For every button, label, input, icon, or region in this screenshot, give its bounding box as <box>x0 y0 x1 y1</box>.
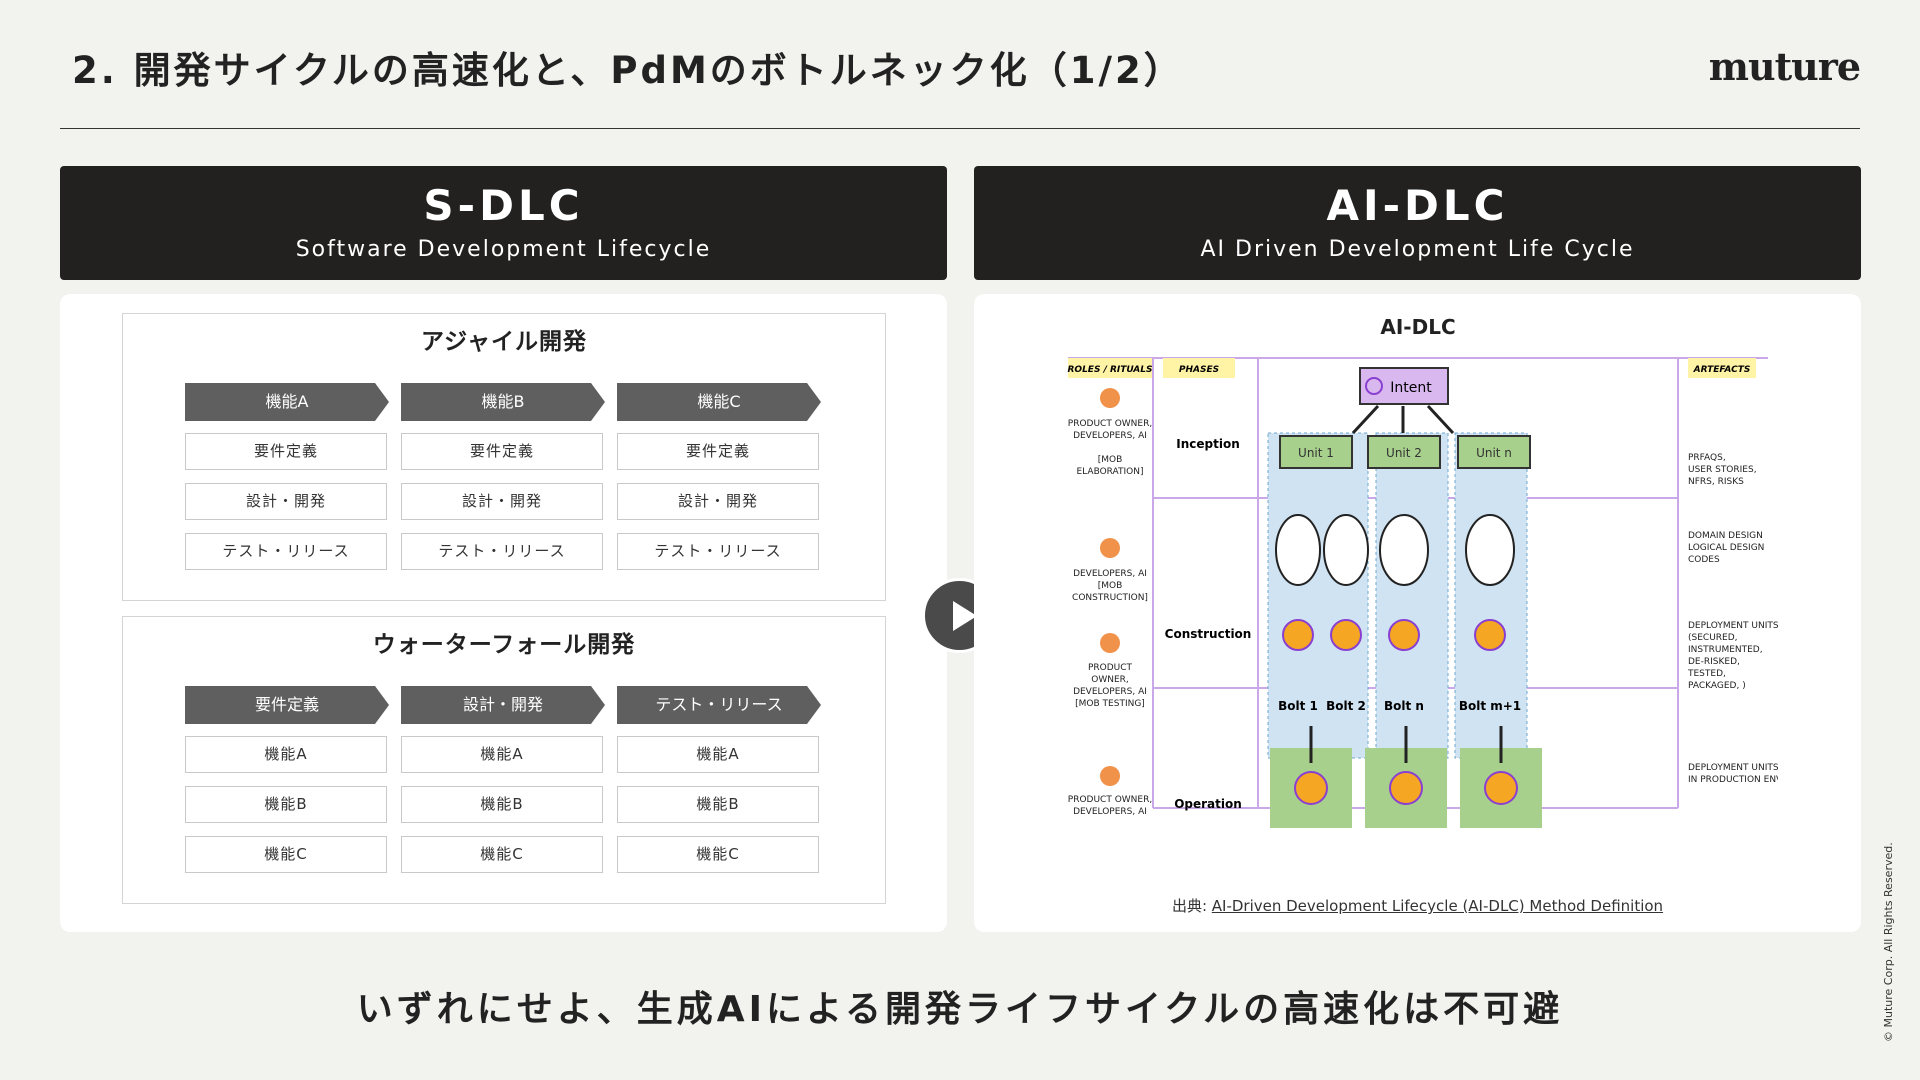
sdlc-subtitle: Software Development Lifecycle <box>295 237 712 262</box>
artefact-text: DEPLOYMENT UNITS <box>1688 621 1778 631</box>
artefact-text: DE-RISKED, <box>1688 657 1740 667</box>
agile-cell: 要件定義 <box>401 433 603 470</box>
waterfall-header-2: 設計・開発 <box>401 686 605 724</box>
aidlc-header: AI-DLC AI Driven Development Life Cycle <box>974 166 1861 280</box>
conclusion-text: いずれにせよ、生成AIによる開発ライフサイクルの高速化は不可避 <box>356 989 1564 1030</box>
phases-header: PHASES <box>1179 365 1219 375</box>
agile-cell: 設計・開発 <box>185 483 387 520</box>
waterfall-cell: 機能A <box>185 736 387 773</box>
agile-cell: テスト・リリース <box>617 533 819 570</box>
bolt-m-label: Bolt m+1 <box>1459 699 1521 713</box>
waterfall-cell: 機能B <box>185 786 387 823</box>
artefact-text: USER STORIES, <box>1688 465 1757 475</box>
waterfall-cell: 機能A <box>401 736 603 773</box>
role-text: ELABORATION] <box>1077 467 1144 477</box>
intent-label: Intent <box>1390 380 1432 396</box>
agile-cell: テスト・リリース <box>185 533 387 570</box>
role-text: [MOB <box>1098 455 1123 465</box>
agile-header-1: 機能A <box>185 383 389 421</box>
copyright-text: © Muture Corp. All Rights Reserved. <box>1882 842 1895 1042</box>
phase-inception: Inception <box>1176 437 1240 451</box>
artefact-text: DOMAIN DESIGN <box>1688 531 1763 541</box>
role-text: DEVELOPERS, AI <box>1073 687 1147 697</box>
artefact-text: LOGICAL DESIGN <box>1688 543 1764 553</box>
role-text: DEVELOPERS, AI <box>1073 431 1147 441</box>
phase-construction: Construction <box>1165 627 1252 641</box>
artefact-text: TESTED, <box>1687 669 1726 679</box>
aidlc-panel: AI-DLC ROLES / RITUALS PHASES ARTEFACTS … <box>974 294 1861 932</box>
role-text: [MOB <box>1098 581 1123 591</box>
waterfall-header-1: 要件定義 <box>185 686 389 724</box>
title-divider <box>60 128 1860 129</box>
bolt-n-label: Bolt n <box>1384 699 1424 713</box>
waterfall-header-3: テスト・リリース <box>617 686 821 724</box>
waterfall-cell: 機能B <box>617 786 819 823</box>
agile-cell: 要件定義 <box>185 433 387 470</box>
role-text: PRODUCT OWNER, <box>1068 795 1152 805</box>
role-text: PRODUCT OWNER, <box>1068 419 1152 429</box>
agile-header-2: 機能B <box>401 383 605 421</box>
role-text: [MOB TESTING] <box>1075 699 1145 709</box>
citation-prefix: 出典: <box>1171 897 1212 915</box>
sdlc-title: S-DLC <box>423 181 584 230</box>
artefact-text: (SECURED, <box>1688 633 1738 643</box>
phase-operation: Operation <box>1174 797 1242 811</box>
agile-group: アジャイル開発 機能A 機能B 機能C 要件定義 要件定義 要件定義 設計・開発… <box>122 313 886 601</box>
role-text: DEVELOPERS, AI <box>1073 569 1147 579</box>
citation: 出典: AI-Driven Development Lifecycle (AI-… <box>974 895 1861 916</box>
aidlc-subtitle: AI Driven Development Life Cycle <box>1200 237 1635 262</box>
waterfall-cell: 機能C <box>185 836 387 873</box>
agile-cell: 要件定義 <box>617 433 819 470</box>
waterfall-cell: 機能C <box>617 836 819 873</box>
role-text: DEVELOPERS, AI <box>1073 807 1147 817</box>
sdlc-header: S-DLC Software Development Lifecycle <box>60 166 947 280</box>
sdlc-panel: アジャイル開発 機能A 機能B 機能C 要件定義 要件定義 要件定義 設計・開発… <box>60 294 947 932</box>
agile-cell: 設計・開発 <box>617 483 819 520</box>
unit-1-label: Unit 1 <box>1298 446 1334 460</box>
waterfall-group: ウォーターフォール開発 要件定義 設計・開発 テスト・リリース 機能A 機能A … <box>122 616 886 904</box>
unit-n-label: Unit n <box>1476 446 1512 460</box>
waterfall-cell: 機能C <box>401 836 603 873</box>
artefact-text: PACKAGED, ) <box>1688 681 1746 691</box>
role-text: OWNER, <box>1091 675 1129 685</box>
artefact-text: PRFAQS, <box>1688 453 1726 463</box>
slide-title: 2. 開発サイクルの高速化と、PdMのボトルネック化（1/2） <box>72 49 1184 92</box>
roles-header: ROLES / RITUALS <box>1067 365 1152 375</box>
bolt-2-label: Bolt 2 <box>1326 699 1366 713</box>
role-text: CONSTRUCTION] <box>1072 593 1148 603</box>
artefact-text: DEPLOYMENT UNITS <box>1688 763 1778 773</box>
diagram-title: AI-DLC <box>1380 315 1455 339</box>
aidlc-title: AI-DLC <box>1326 181 1509 230</box>
artefacts-header: ARTEFACTS <box>1693 365 1751 375</box>
waterfall-cell: 機能B <box>401 786 603 823</box>
muture-logo: muture <box>1708 44 1861 89</box>
artefact-text: IN PRODUCTION ENV <box>1688 775 1778 785</box>
waterfall-cell: 機能A <box>617 736 819 773</box>
aidlc-diagram: AI-DLC ROLES / RITUALS PHASES ARTEFACTS … <box>1067 315 1778 828</box>
artefact-text: NFRS, RISKS <box>1688 477 1744 487</box>
bolt-1-label: Bolt 1 <box>1278 699 1318 713</box>
citation-link[interactable]: AI-Driven Development Lifecycle (AI-DLC)… <box>1211 897 1664 915</box>
agile-header-3: 機能C <box>617 383 821 421</box>
artefact-text: CODES <box>1688 555 1720 565</box>
artefact-text: INSTRUMENTED, <box>1688 645 1763 655</box>
agile-title: アジャイル開発 <box>421 329 587 355</box>
waterfall-title: ウォーターフォール開発 <box>372 632 636 658</box>
unit-2-label: Unit 2 <box>1386 446 1422 460</box>
agile-cell: 設計・開発 <box>401 483 603 520</box>
agile-cell: テスト・リリース <box>401 533 603 570</box>
role-text: PRODUCT <box>1088 663 1133 673</box>
